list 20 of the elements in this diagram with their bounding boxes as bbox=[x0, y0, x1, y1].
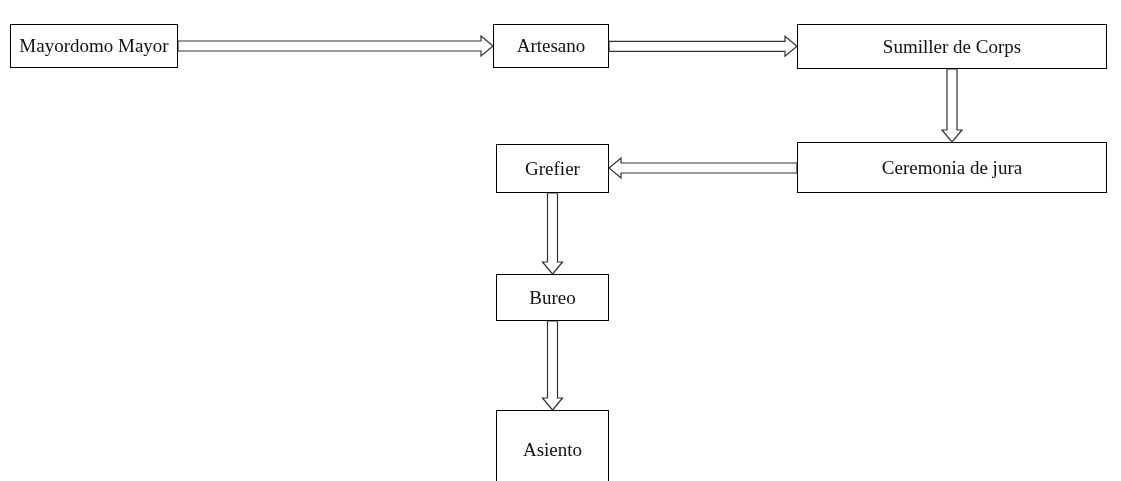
process-box bbox=[797, 142, 1107, 193]
block-arrow bbox=[608, 35, 798, 58]
process-box bbox=[493, 24, 609, 68]
box-label: Artesano bbox=[516, 35, 586, 57]
process-box bbox=[10, 24, 178, 68]
box-label: Sumiller de Corps bbox=[882, 35, 1022, 58]
box-label: Asiento bbox=[522, 439, 583, 461]
box-label: Ceremonia de jura bbox=[881, 156, 1023, 179]
block-arrow bbox=[177, 34, 494, 58]
process-box bbox=[496, 274, 609, 321]
process-box bbox=[797, 24, 1107, 69]
process-box bbox=[496, 144, 609, 193]
box-label: Mayordomo Mayor bbox=[19, 35, 169, 57]
block-arrow bbox=[541, 320, 564, 411]
box-label: Grefier bbox=[525, 157, 580, 180]
box-label: Bureo bbox=[529, 286, 576, 309]
process-box bbox=[496, 410, 609, 481]
block-arrow bbox=[608, 156, 798, 180]
block-arrow bbox=[541, 192, 564, 275]
block-arrow bbox=[940, 68, 964, 143]
